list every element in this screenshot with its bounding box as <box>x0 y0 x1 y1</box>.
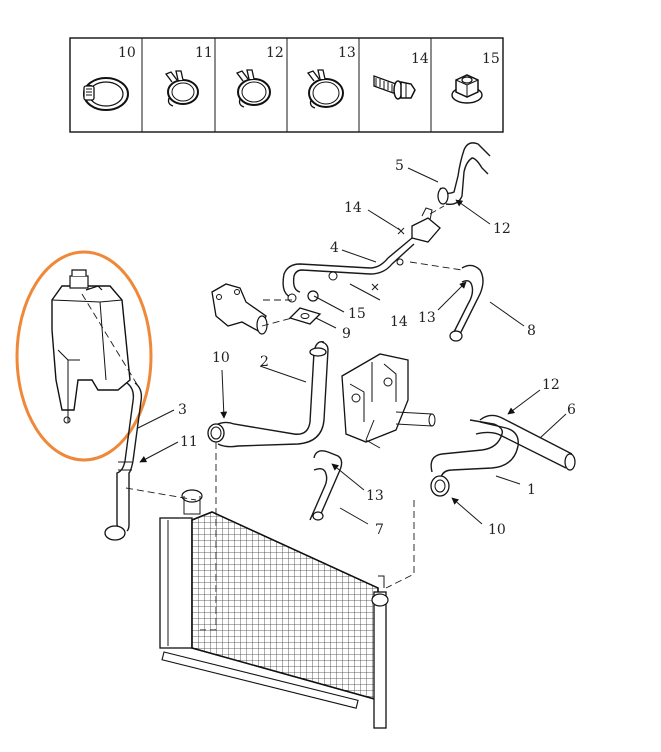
callout-1: 1 <box>527 482 536 498</box>
part-number-label: 13 <box>338 45 356 61</box>
hose-2 <box>207 341 329 448</box>
hose-6 <box>475 414 576 471</box>
part-number-label: 10 <box>118 45 136 61</box>
parts-cell-14: 14 <box>373 51 429 100</box>
callout-15: 15 <box>348 306 366 322</box>
callout-5: 5 <box>395 158 404 174</box>
hose-1 <box>430 419 519 497</box>
hose-8 <box>449 264 484 342</box>
spring-hose-clamp-icon <box>306 69 344 109</box>
hose-7 <box>309 450 343 521</box>
part-number-label: 15 <box>482 51 500 67</box>
coolant-expansion-tank <box>51 269 131 424</box>
hose-3 <box>104 382 143 541</box>
callout-9: 9 <box>342 326 351 342</box>
parts-cell-11: 11 <box>164 45 213 107</box>
bolt-markers <box>371 227 405 291</box>
highlight-circle <box>15 250 153 462</box>
parts-cell-13: 13 <box>306 45 356 109</box>
callout-10-right: 10 <box>488 522 506 538</box>
metal-pipe-4 <box>282 207 441 303</box>
assembly-dashed-lines <box>81 205 463 631</box>
parts-cell-10: 10 <box>83 45 136 111</box>
spring-hose-clamp-icon <box>164 70 199 107</box>
callout-7: 7 <box>375 522 384 538</box>
callout-13-bottom: 13 <box>366 488 384 504</box>
callout-11: 11 <box>180 434 198 450</box>
callout-14-bottom: 14 <box>390 314 408 330</box>
gasket-9 <box>288 307 322 325</box>
water-outlet-elbow <box>211 283 268 335</box>
callout-leaders <box>137 167 567 525</box>
callout-8: 8 <box>527 323 536 339</box>
parts-cell-12: 12 <box>235 45 284 108</box>
part-number-label: 11 <box>195 45 213 61</box>
callout-14-top: 14 <box>344 200 362 216</box>
callout-3: 3 <box>178 402 187 418</box>
worm-drive-hose-clamp-icon <box>83 77 129 111</box>
callout-labels: 5 12 14 4 15 14 13 8 9 10 2 3 11 12 6 1 … <box>178 158 576 538</box>
spring-hose-clamp-icon <box>235 69 271 108</box>
callout-13-top: 13 <box>418 310 436 326</box>
callout-12-top: 12 <box>493 221 511 237</box>
part-number-label: 14 <box>411 51 429 67</box>
flange-nut-icon <box>451 74 483 104</box>
callout-4: 4 <box>330 240 339 256</box>
engine-water-outlet-housing <box>341 353 436 449</box>
hose-5 <box>437 142 491 206</box>
callout-6: 6 <box>567 402 576 418</box>
part-number-label: 12 <box>266 45 284 61</box>
callout-12-right: 12 <box>542 377 560 393</box>
radiator <box>159 489 389 729</box>
hardware-parts-table: 10 11 12 <box>69 37 504 133</box>
parts-cell-15: 15 <box>451 51 500 104</box>
flange-bolt-icon <box>373 75 416 100</box>
callout-2: 2 <box>260 354 269 370</box>
callout-10-left: 10 <box>212 350 230 366</box>
